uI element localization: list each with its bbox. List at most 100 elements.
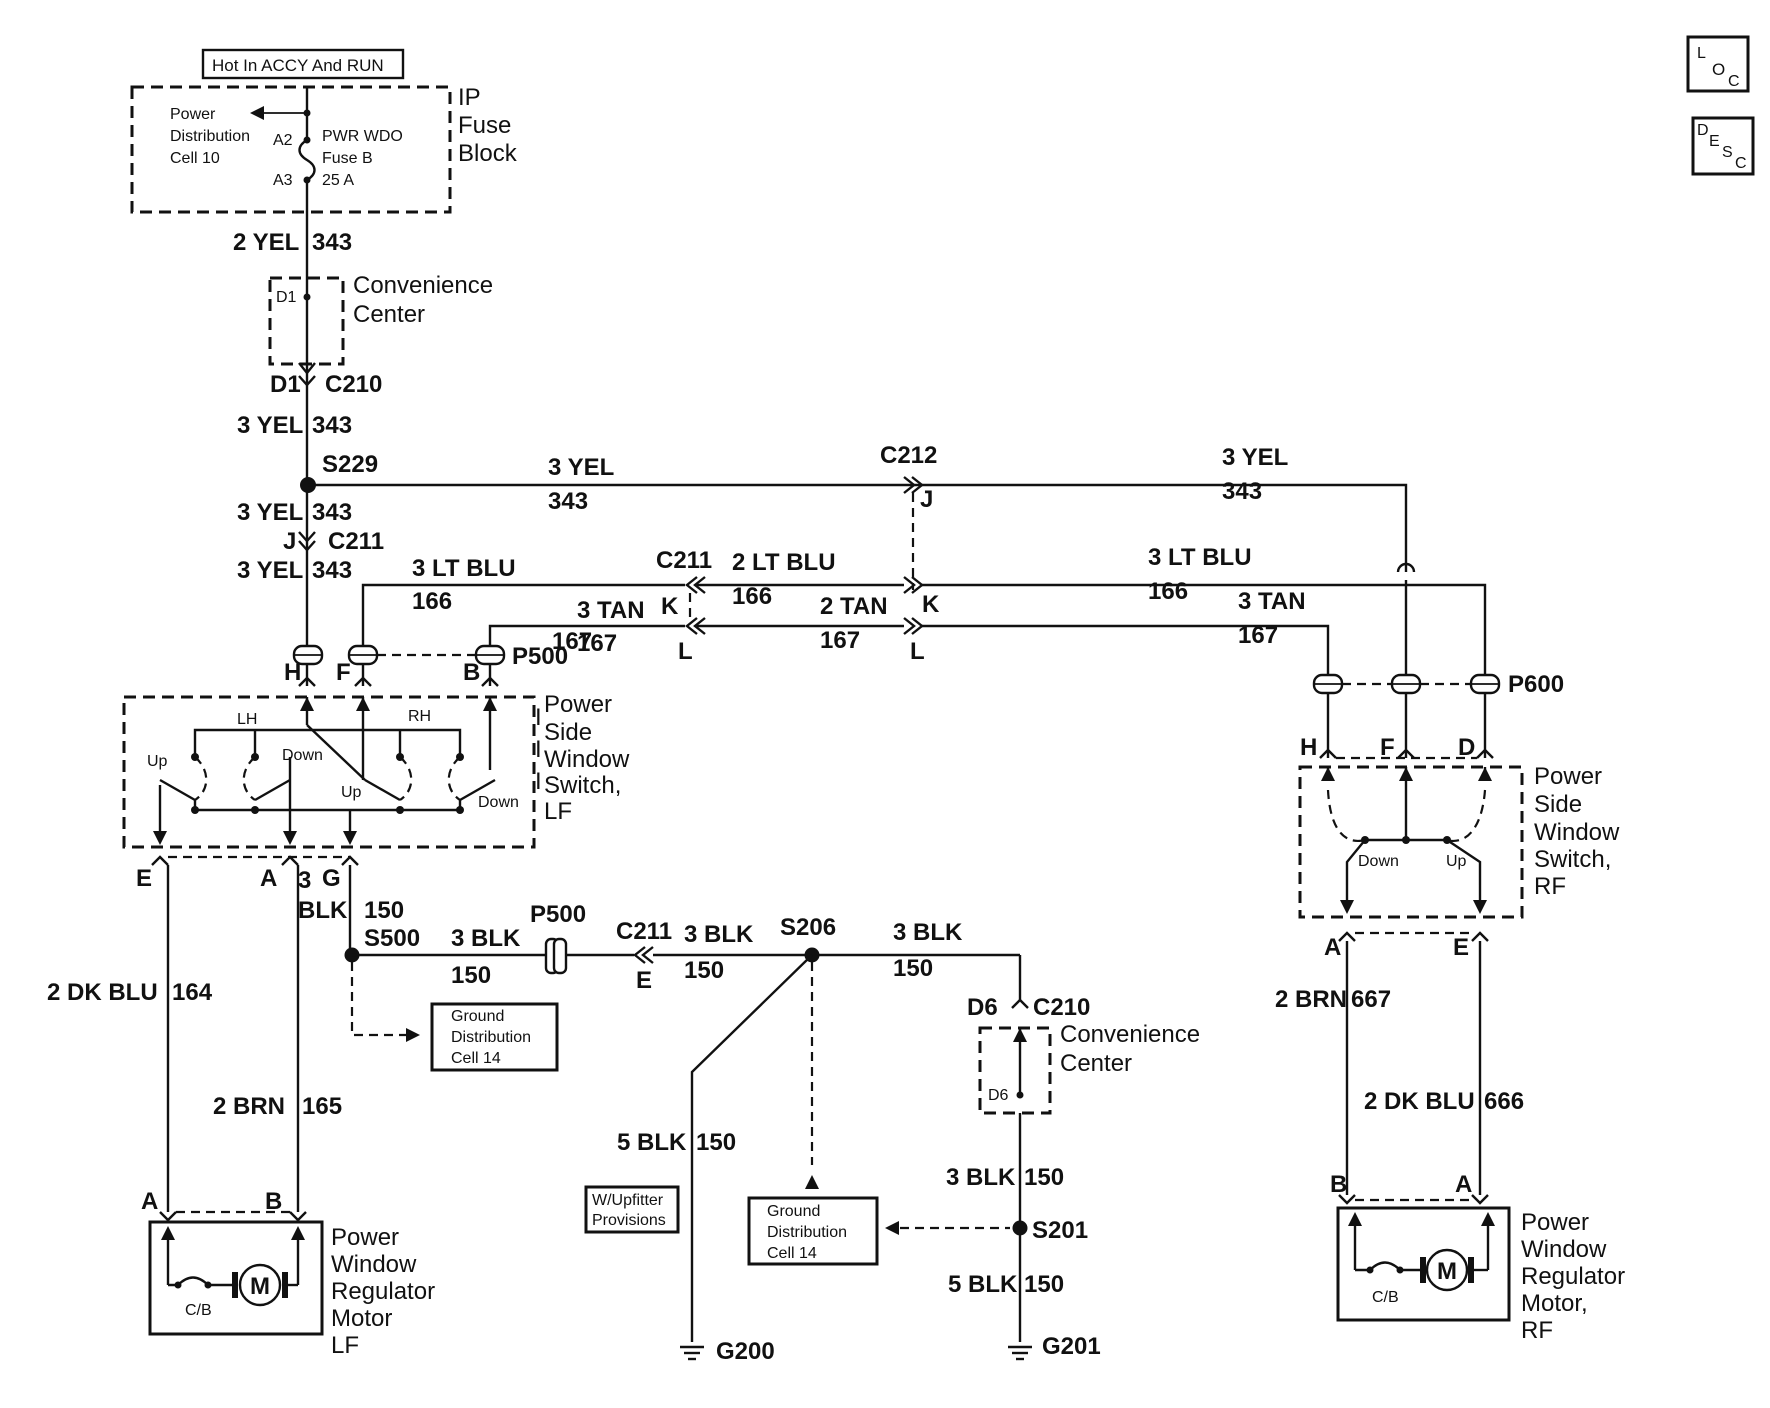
hot-in-label: Hot In ACCY And RUN: [201, 48, 405, 80]
wire-label-343-b: 3 YEL 343: [237, 412, 352, 439]
connector-rf-motor: B A: [1330, 1171, 1489, 1205]
connector-c212: C212 J: [880, 442, 937, 590]
svg-text:J: J: [920, 486, 933, 513]
wire-label-165: 2 BRN 165: [213, 1093, 342, 1120]
ip-fuse-block-box: [130, 85, 452, 214]
svg-text:Power: Power: [1534, 763, 1602, 790]
svg-text:167: 167: [577, 630, 617, 657]
power-side-window-switch-rf: Down Up Power Side Window Switch, RF: [1298, 763, 1620, 919]
svg-text:Up: Up: [147, 753, 168, 770]
svg-text:Convenience: Convenience: [1060, 1021, 1200, 1048]
connector-c211-e: C211 E: [616, 918, 672, 994]
svg-text:3 LT BLU: 3 LT BLU: [412, 555, 516, 582]
svg-text:Ground: Ground: [451, 1008, 504, 1025]
svg-text:Distribution: Distribution: [170, 128, 250, 145]
svg-text:O: O: [1712, 60, 1725, 79]
power-window-regulator-motor-lf: M C/B Power Window Regulator Motor LF: [148, 1220, 435, 1359]
svg-text:Up: Up: [1446, 853, 1467, 870]
svg-text:Cell 14: Cell 14: [767, 1245, 817, 1262]
connector-c210-d6: D6 C210: [967, 994, 1090, 1021]
splice-s201: S201: [885, 1217, 1088, 1244]
wire-label-blk-150-g: 3 BLK 150: [298, 867, 404, 924]
svg-text:W/Upfitter: W/Upfitter: [592, 1192, 664, 1209]
svg-text:2 BRN: 2 BRN: [1275, 986, 1347, 1013]
svg-text:L: L: [1697, 45, 1706, 62]
svg-text:343: 343: [1222, 478, 1262, 505]
connector-c211-l: L: [678, 617, 706, 665]
svg-text:Up: Up: [341, 784, 362, 801]
svg-text:D6: D6: [967, 994, 998, 1021]
svg-text:Block: Block: [458, 140, 518, 167]
svg-text:G201: G201: [1042, 1333, 1101, 1360]
svg-text:Ground: Ground: [767, 1203, 820, 1220]
svg-text:Power: Power: [1521, 1209, 1589, 1236]
svg-text:S500: S500: [364, 925, 420, 952]
svg-text:666: 666: [1484, 1088, 1524, 1115]
ground-distribution-ref-1: Ground Distribution Cell 14: [430, 1002, 559, 1072]
svg-text:Provisions: Provisions: [592, 1212, 666, 1229]
svg-text:25 A: 25 A: [322, 172, 354, 189]
svg-text:Side: Side: [544, 719, 592, 746]
svg-text:K: K: [922, 591, 940, 618]
svg-text:LF: LF: [544, 798, 572, 825]
svg-text:Center: Center: [1060, 1050, 1132, 1077]
svg-text:B: B: [1330, 1171, 1347, 1198]
wire-label-tan-167: 3 TAN 167 2 TAN 167 3 TAN 167: [577, 588, 1306, 657]
wire-label-blk-150-s500: 3 BLK 150: [451, 925, 521, 989]
desc-button[interactable]: D E S C: [1691, 116, 1755, 176]
svg-text:Down: Down: [282, 747, 323, 764]
svg-text:C: C: [1728, 73, 1740, 90]
svg-text:H: H: [284, 659, 301, 686]
svg-text:150: 150: [696, 1129, 736, 1156]
svg-text:167: 167: [552, 628, 592, 655]
connector-c211-j: J C211: [283, 528, 384, 555]
svg-text:RF: RF: [1534, 873, 1566, 900]
connector-c211-k: C211 K: [656, 547, 712, 620]
svg-text:3 BLK: 3 BLK: [684, 921, 754, 948]
svg-text:A: A: [141, 1188, 158, 1215]
svg-text:E: E: [1453, 934, 1469, 961]
svg-text:Window: Window: [1521, 1236, 1607, 1263]
svg-text:150: 150: [1024, 1164, 1064, 1191]
svg-text:S229: S229: [322, 451, 378, 478]
svg-text:667: 667: [1351, 986, 1391, 1013]
svg-text:Hot In ACCY And RUN: Hot In ACCY And RUN: [212, 56, 384, 75]
svg-text:C212: C212: [880, 442, 937, 469]
svg-text:3 YEL: 3 YEL: [1222, 444, 1288, 471]
svg-text:Window: Window: [331, 1251, 417, 1278]
splice-s500: S500: [344, 925, 420, 963]
svg-text:Distribution: Distribution: [451, 1029, 531, 1046]
svg-text:Switch,: Switch,: [1534, 846, 1611, 873]
wire-label-3blk-150-s201: 3 BLK 150: [946, 1164, 1064, 1191]
svg-text:A3: A3: [273, 172, 293, 189]
svg-text:Cell 14: Cell 14: [451, 1050, 501, 1067]
svg-text:Window: Window: [544, 746, 630, 773]
svg-text:F: F: [336, 659, 351, 686]
wire-label-164: 2 DK BLU 164: [47, 979, 213, 1006]
svg-text:Convenience: Convenience: [353, 272, 493, 299]
svg-text:IP: IP: [458, 84, 481, 111]
svg-text:E: E: [136, 865, 152, 892]
loc-button[interactable]: L O C: [1686, 35, 1750, 93]
wire-label-667: 2 BRN 667: [1275, 986, 1391, 1013]
svg-text:167: 167: [1238, 622, 1278, 649]
svg-text:Regulator: Regulator: [331, 1278, 435, 1305]
svg-text:Switch,: Switch,: [544, 772, 621, 799]
svg-text:BLK: BLK: [298, 897, 348, 924]
wire-label-ltblu-166: 3 LT BLU 166 2 LT BLU 166 3 LT BLU 166: [412, 544, 1252, 615]
svg-text:PWR WDO: PWR WDO: [322, 128, 403, 145]
wire-label-343-a: 2 YEL 343: [233, 229, 352, 256]
svg-text:164: 164: [172, 979, 213, 1006]
svg-text:3: 3: [298, 867, 311, 894]
svg-text:2 YEL: 2 YEL: [233, 229, 299, 256]
svg-text:A: A: [1455, 1171, 1472, 1198]
wire-label-yel-343-top: 3 YEL 343 3 YEL 343: [548, 444, 1288, 515]
svg-text:150: 150: [451, 962, 491, 989]
svg-text:166: 166: [412, 588, 452, 615]
wire-label-343-c: 3 YEL 343: [237, 499, 352, 526]
svg-text:Fuse: Fuse: [458, 112, 511, 139]
ground-g201: G201: [1008, 1333, 1101, 1361]
svg-text:G200: G200: [716, 1338, 775, 1365]
connector-p500-blk: P500: [530, 901, 586, 975]
